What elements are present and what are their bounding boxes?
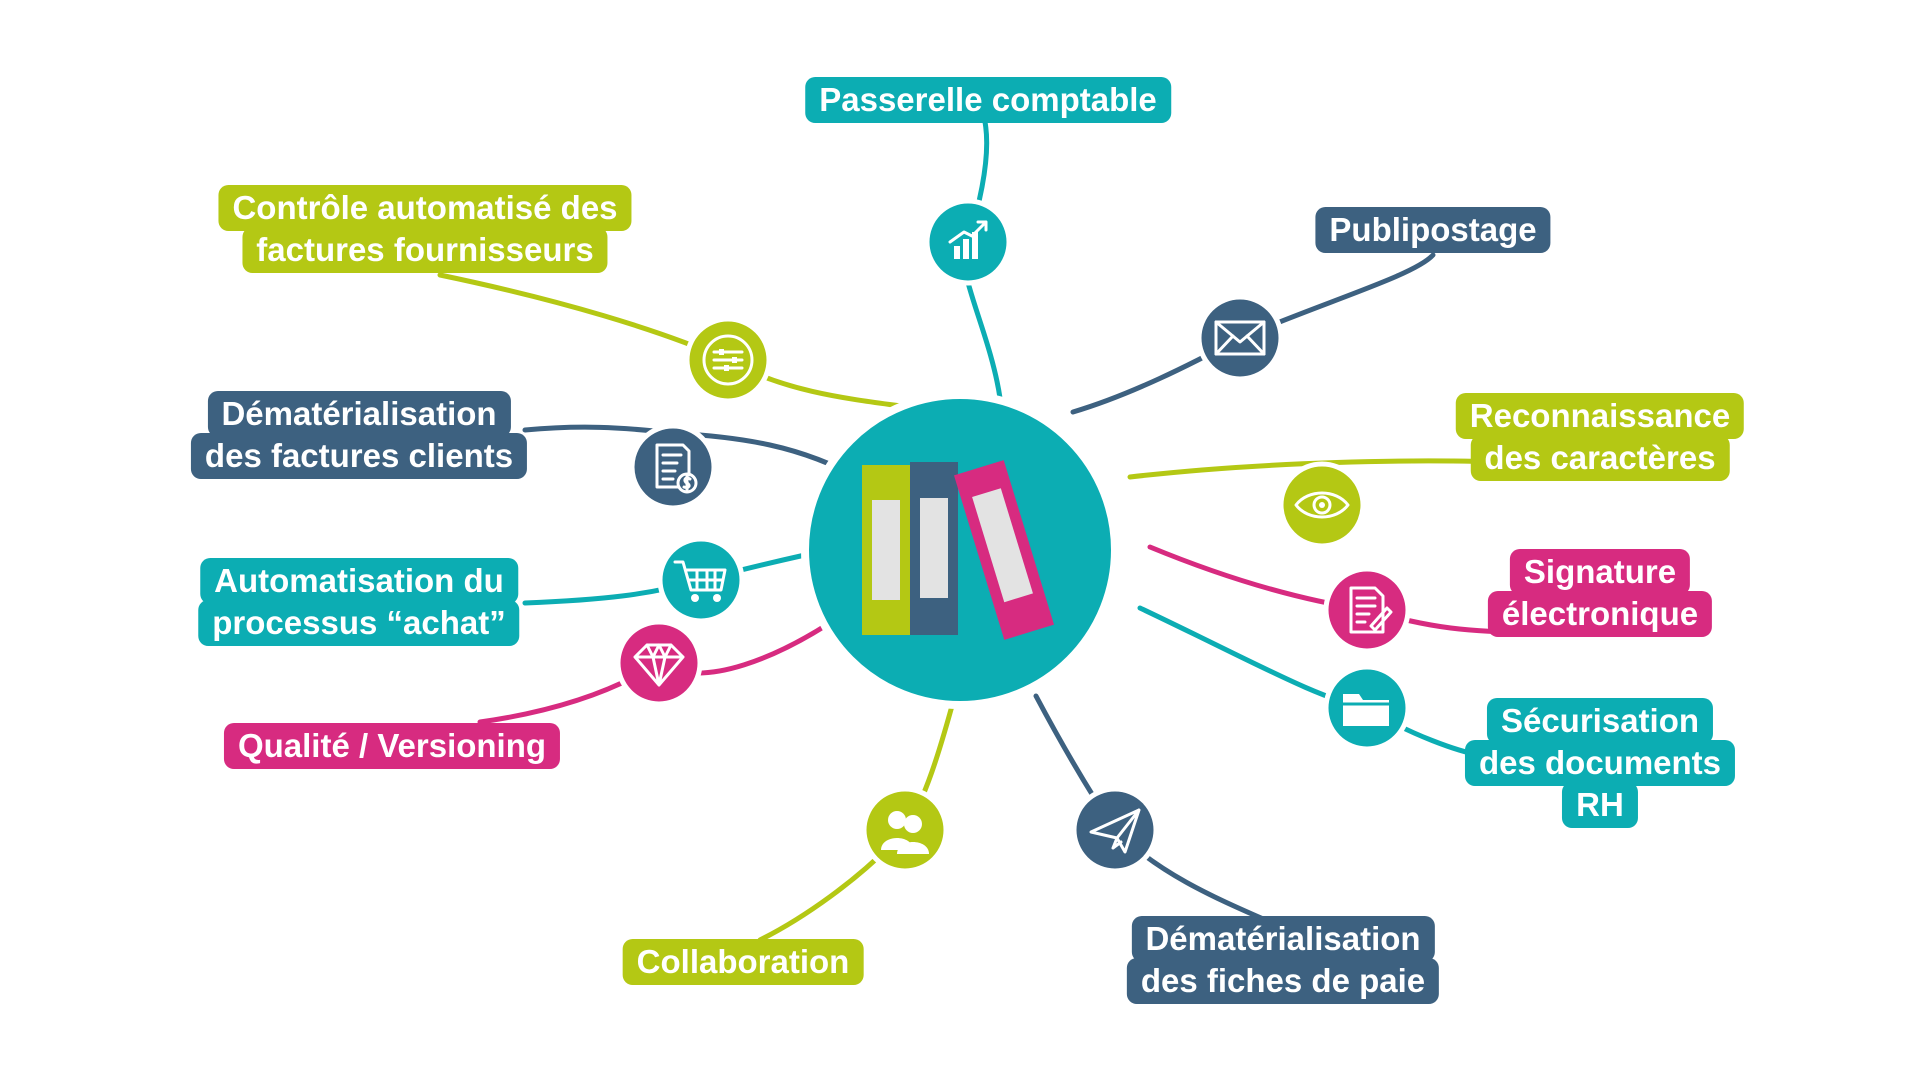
node-label-line: Contrôle automatisé des	[218, 185, 632, 231]
connector-controle	[437, 272, 933, 413]
envelope-icon	[1196, 294, 1284, 382]
invoice-icon	[629, 423, 717, 511]
node-label-line: Qualité / Versioning	[223, 723, 561, 769]
connector-securisation	[1137, 605, 1483, 758]
node-label-line: Signature	[1509, 549, 1691, 595]
chart-growth-icon	[924, 198, 1012, 286]
node-label-line: Publipostage	[1315, 207, 1551, 253]
signed-document-icon	[1323, 566, 1411, 654]
node-label-line: factures fournisseurs	[242, 227, 608, 273]
node-collaboration: Collaboration	[622, 939, 864, 985]
users-icon	[861, 786, 949, 874]
node-label-line: Passerelle comptable	[805, 77, 1171, 123]
node-label-line: RH	[1562, 782, 1638, 828]
diamond-icon	[615, 619, 703, 707]
shopping-cart-icon	[657, 536, 745, 624]
node-qualite: Qualité / Versioning	[223, 723, 561, 769]
node-label-line: des factures clients	[190, 433, 528, 479]
eye-icon	[1278, 461, 1366, 549]
paper-plane-icon	[1071, 786, 1159, 874]
books-icon	[801, 391, 1119, 709]
node-label-line: Automatisation du	[200, 558, 518, 604]
node-label-line: Dématérialisation	[207, 391, 511, 437]
node-label-line: des fiches de paie	[1126, 958, 1440, 1004]
node-label-line: Reconnaissance	[1455, 393, 1745, 439]
node-publipostage: Publipostage	[1315, 207, 1551, 253]
folder-icon	[1323, 664, 1411, 752]
node-passerelle: Passerelle comptable	[805, 77, 1171, 123]
node-label-line: processus “achat”	[198, 600, 520, 646]
node-label-line: Collaboration	[622, 939, 864, 985]
node-label-line: des documents	[1464, 740, 1736, 786]
node-label-line: Sécurisation	[1486, 698, 1714, 744]
node-label-line: des caractères	[1470, 435, 1730, 481]
node-label-line: électronique	[1487, 591, 1713, 637]
node-label-line: Dématérialisation	[1131, 916, 1435, 962]
sliders-icon	[684, 316, 772, 404]
